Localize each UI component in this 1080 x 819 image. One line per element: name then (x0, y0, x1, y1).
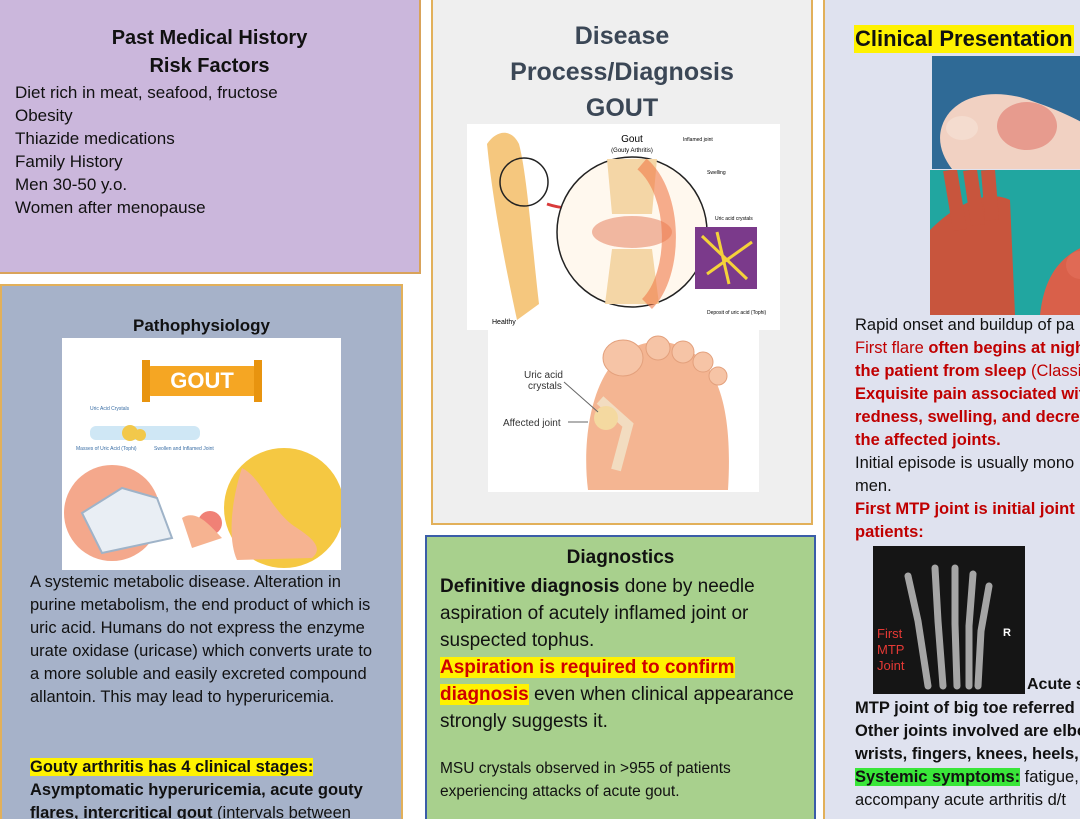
inflamed-hands-photo (930, 168, 1080, 315)
stages-heading: Gouty arthritis has 4 clinical stages: (30, 758, 314, 776)
diagnostics-title: Diagnostics (566, 547, 675, 568)
svg-text:Swollen and Inflamed Joint: Swollen and Inflamed Joint (154, 446, 214, 452)
clinical-stages: Gouty arthritis has 4 clinical stages: A… (30, 756, 390, 819)
svg-text:R: R (1003, 627, 1011, 639)
svg-text:Joint: Joint (877, 658, 905, 673)
foot-xray-image: First MTP Joint R (873, 546, 1025, 694)
systemic-symptoms-label: Systemic symptoms: (855, 768, 1021, 786)
clinical-title: Clinical Presentation (854, 25, 1074, 53)
svg-text:Uric acid crystals: Uric acid crystals (715, 216, 753, 222)
risk-factor-list: Diet rich in meat, seafood, fructose Obe… (0, 81, 419, 219)
gouty-arthritis-diagram: Gout (Gouty Arthritis) Inflamed joint Sw… (467, 124, 780, 330)
svg-text:crystals: crystals (528, 381, 562, 392)
pathophysiology-paragraph: A systemic metabolic disease. Alteration… (30, 573, 373, 706)
list-item: Thiazide medications (15, 129, 175, 148)
svg-text:First: First (877, 626, 903, 641)
swollen-foot-photo (932, 56, 1080, 169)
affected-toe-diagram: Uric acid crystals Affected joint (488, 330, 759, 492)
svg-text:Affected joint: Affected joint (503, 418, 561, 429)
acute-label: Acute s (1027, 676, 1080, 693)
svg-text:MTP: MTP (877, 642, 904, 657)
svg-text:Gout: Gout (621, 134, 643, 145)
svg-text:Masses of Uric Acid (Tophi): Masses of Uric Acid (Tophi) (76, 446, 137, 452)
clinical-text-upper: Rapid onset and buildup of pa First flar… (855, 316, 1080, 541)
diagnostics-panel: Diagnostics Definitive diagnosis done by… (425, 535, 816, 819)
svg-text:Healthy: Healthy (492, 319, 516, 326)
svg-text:Deposit of uric acid (Tophi): Deposit of uric acid (Tophi) (707, 310, 767, 316)
past-medical-history-panel: Past Medical History Risk Factors Diet r… (0, 0, 421, 274)
pathophysiology-panel: Pathophysiology GOUT Uric Acid Crystals … (0, 284, 403, 819)
definitive-diagnosis-text: Definitive diagnosis done by needle aspi… (440, 576, 794, 732)
svg-text:Uric acid: Uric acid (524, 370, 563, 381)
svg-text:Swelling: Swelling (707, 170, 726, 176)
list-item: Obesity (15, 106, 73, 125)
gout-illustration: GOUT Uric Acid Crystals Masses of Uric A… (62, 338, 344, 570)
stages-bold: Asymptomatic hyperuricemia, acute gouty … (30, 781, 363, 819)
disease-process-panel: Disease Process/Diagnosis GOUT Gout (Gou… (431, 0, 813, 525)
clinical-text-lower: MTP joint of big toe referred Other join… (855, 699, 1080, 809)
svg-text:Inflamed joint: Inflamed joint (683, 137, 713, 143)
list-item: Family History (15, 152, 123, 171)
gout-banner-text: GOUT (170, 368, 234, 393)
stages-rest: (intervals between (212, 804, 351, 819)
pathophysiology-title: Pathophysiology (133, 316, 270, 335)
list-item: Men 30-50 y.o. (15, 175, 128, 194)
svg-text:Uric Acid Crystals: Uric Acid Crystals (90, 406, 130, 412)
clinical-presentation-panel: Clinical Presentation Rapid onset and bu… (823, 0, 1080, 819)
svg-text:(Gouty Arthritis): (Gouty Arthritis) (611, 148, 653, 154)
msu-crystals-text: MSU crystals observed in >955 of patient… (440, 760, 731, 800)
list-item: Women after menopause (15, 198, 206, 217)
disease-title: Disease Process/Diagnosis GOUT (510, 22, 734, 122)
pmh-title: Past Medical History Risk Factors (111, 27, 308, 77)
list-item: Diet rich in meat, seafood, fructose (15, 83, 278, 102)
